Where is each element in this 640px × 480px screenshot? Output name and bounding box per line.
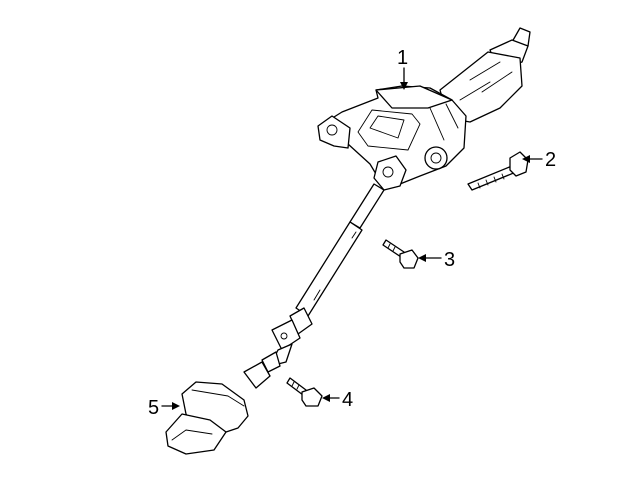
callout-5: 5 [148, 397, 180, 419]
part-3-short-bolt [382, 239, 419, 269]
callout-1: 1 [397, 47, 408, 90]
part-2-long-bolt [467, 151, 529, 191]
callout-4-label: 4 [342, 389, 353, 411]
callout-5-label: 5 [148, 397, 159, 419]
callout-2-label: 2 [545, 149, 556, 171]
callout-1-label: 1 [397, 47, 408, 69]
part-1-steering-column [317, 27, 531, 191]
callout-2: 2 [522, 149, 556, 171]
intermediate-shaft [243, 183, 385, 389]
callout-3-label: 3 [444, 249, 455, 271]
callout-3: 3 [418, 249, 455, 271]
part-4-bolt [286, 377, 323, 407]
callout-4: 4 [322, 389, 353, 411]
part-5-boot-seal [165, 381, 249, 455]
